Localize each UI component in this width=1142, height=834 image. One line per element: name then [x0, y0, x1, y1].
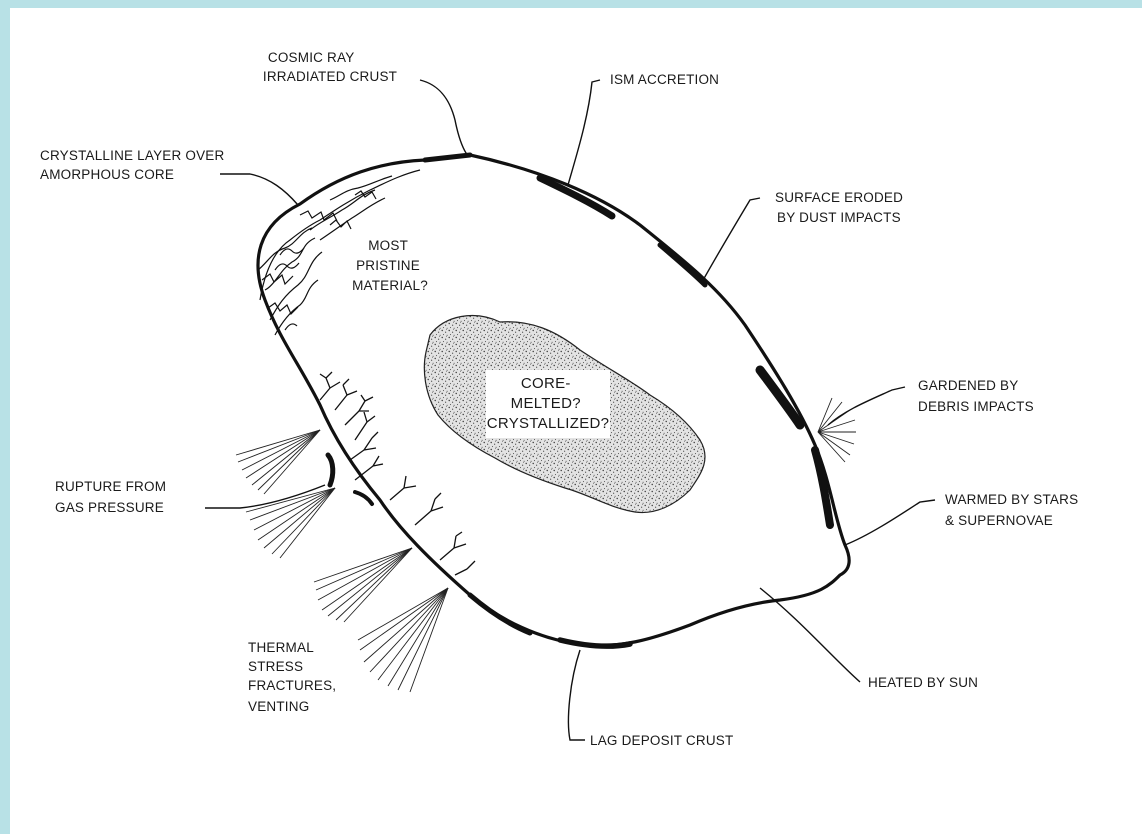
label-gardened: GARDENED BY DEBRIS IMPACTS — [918, 378, 1034, 414]
ism-accretion-pointer — [568, 80, 600, 185]
eroded-surface-segment — [660, 245, 705, 285]
label-thermal-line-1: THERMAL — [248, 640, 314, 655]
core-label-line-3: CRYSTALLIZED? — [487, 415, 610, 432]
lag-deposit-segment — [560, 640, 630, 646]
vent-spray-4 — [358, 588, 448, 692]
label-warmed: WARMED BY STARS & SUPERNOVAE — [945, 492, 1082, 528]
lag-deposit-pointer — [568, 650, 585, 740]
label-crystalline-layer-line-2: AMORPHOUS CORE — [40, 167, 174, 182]
rupture-pointer — [205, 485, 325, 508]
label-lag-deposit-line-1: LAG DEPOSIT CRUST — [590, 733, 733, 748]
cosmic-ray-pointer — [420, 80, 468, 156]
core-label-line-2: MELTED? — [511, 395, 581, 412]
label-gardened-line-2: DEBRIS IMPACTS — [918, 399, 1034, 414]
vent-spray-2 — [246, 488, 335, 558]
label-surface-eroded-line-1: SURFACE ERODED — [775, 190, 903, 205]
label-most-pristine-line-1: MOST — [368, 238, 408, 253]
label-lag-deposit: LAG DEPOSIT CRUST — [590, 733, 733, 748]
label-heated: HEATED BY SUN — [868, 675, 978, 690]
debris-impact-burst — [818, 398, 856, 462]
gas-vent-knob — [328, 455, 333, 485]
crystalline-pointer — [220, 174, 298, 205]
label-thermal-line-3: FRACTURES, — [248, 678, 336, 693]
label-cosmic-ray: COSMIC RAY IRRADIATED CRUST — [263, 50, 397, 84]
gas-vent-knob-2 — [355, 492, 372, 504]
label-cosmic-ray-line-1: COSMIC RAY — [268, 50, 354, 65]
label-most-pristine-line-3: MATERIAL? — [352, 278, 428, 293]
label-thermal-line-4: VENTING — [248, 699, 309, 714]
surface-eroded-pointer — [702, 198, 760, 282]
gardened-pointer — [828, 387, 905, 425]
ism-accretion-segment — [540, 178, 612, 216]
warmed-pointer — [845, 500, 935, 545]
label-thermal-line-2: STRESS — [248, 659, 303, 674]
label-rupture: RUPTURE FROM GAS PRESSURE — [55, 479, 170, 515]
lag-deposit-segment-2 — [470, 595, 530, 633]
label-warmed-line-1: WARMED BY STARS — [945, 492, 1078, 507]
label-ism-accretion-line-1: ISM ACCRETION — [610, 72, 719, 87]
label-ism-accretion: ISM ACCRETION — [610, 72, 719, 87]
label-warmed-line-2: & SUPERNOVAE — [945, 513, 1053, 528]
label-most-pristine-line-2: PRISTINE — [356, 258, 420, 273]
label-crystalline-layer-line-1: CRYSTALLINE LAYER OVER — [40, 148, 225, 163]
label-crystalline-layer: CRYSTALLINE LAYER OVER AMORPHOUS CORE — [40, 148, 228, 182]
label-thermal: THERMAL STRESS FRACTURES, VENTING — [248, 640, 340, 714]
label-heated-line-1: HEATED BY SUN — [868, 675, 978, 690]
label-rupture-line-2: GAS PRESSURE — [55, 500, 164, 515]
irradiated-crust-segment — [425, 155, 470, 160]
vent-spray-1 — [236, 430, 320, 494]
label-cosmic-ray-line-2: IRRADIATED CRUST — [263, 69, 397, 84]
vent-spray-3 — [314, 548, 412, 622]
label-surface-eroded-line-2: BY DUST IMPACTS — [777, 210, 901, 225]
core-label-line-1: CORE- — [521, 375, 571, 392]
label-gardened-line-1: GARDENED BY — [918, 378, 1018, 393]
label-rupture-line-1: RUPTURE FROM — [55, 479, 166, 494]
label-most-pristine: MOST PRISTINE MATERIAL? — [352, 238, 428, 293]
label-surface-eroded: SURFACE ERODED BY DUST IMPACTS — [775, 190, 907, 225]
